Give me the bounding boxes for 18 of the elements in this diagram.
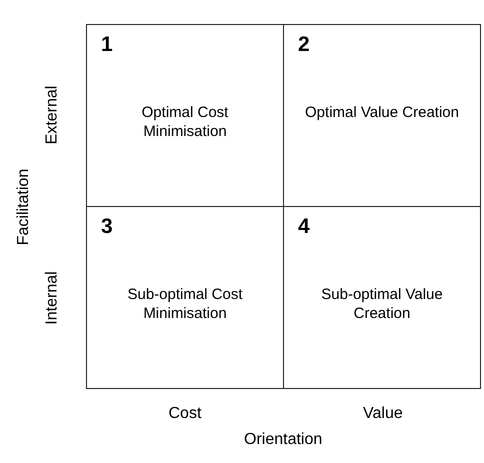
quadrant-box (86, 24, 284, 207)
quadrant-label: Optimal Cost Minimisation (140, 103, 230, 141)
quadrant-box (86, 206, 284, 389)
quadrant-number: 3 (101, 215, 113, 239)
quadrant-label: Sub-optimal Cost Minimisation (126, 285, 244, 323)
quadrant-number: 4 (298, 215, 310, 239)
axis-title: Facilitation (15, 168, 34, 246)
axis-category-label: Cost (168, 405, 202, 423)
axis-category-label: Internal (43, 271, 62, 325)
quadrant-label: Sub-optimal Value Creation (320, 285, 444, 323)
quadrant-number: 2 (298, 33, 310, 57)
quadrant-box (283, 206, 481, 389)
quadrant-number: 1 (101, 33, 113, 57)
quadrant-box (283, 24, 481, 207)
quadrant-label: Optimal Value Creation (304, 103, 460, 122)
axis-title: Orientation (244, 431, 322, 449)
axis-category-label: Value (363, 405, 403, 423)
axis-category-label: External (42, 86, 61, 144)
